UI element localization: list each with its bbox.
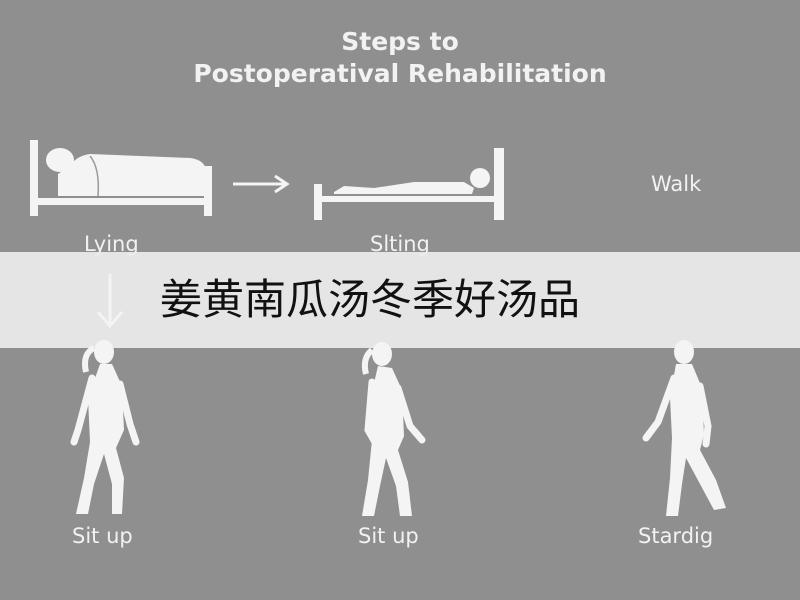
banner-overlay: 姜黄南瓜汤冬季好汤品: [0, 252, 800, 348]
person-walking-2-icon: [361, 342, 426, 516]
step-label-standing: Stardig: [638, 524, 714, 548]
down-arrow-icon: [96, 274, 124, 329]
person-walking-1-icon: [70, 340, 140, 514]
step-label-walk: Walk: [651, 172, 702, 196]
page-title-line1: Steps to: [341, 27, 459, 56]
right-arrow-icon: [233, 174, 290, 194]
banner-text: 姜黄南瓜汤冬季好汤品: [160, 275, 581, 324]
page-title-line2: Postoperatival Rehabilitation: [193, 59, 607, 88]
person-standing-icon: [642, 340, 726, 516]
step-label-sit-up-2: Sit up: [358, 524, 419, 548]
bed-flat-icon: [314, 148, 504, 220]
bed-lying-icon: [30, 140, 212, 216]
step-label-sit-up-1: Sit up: [72, 524, 133, 548]
